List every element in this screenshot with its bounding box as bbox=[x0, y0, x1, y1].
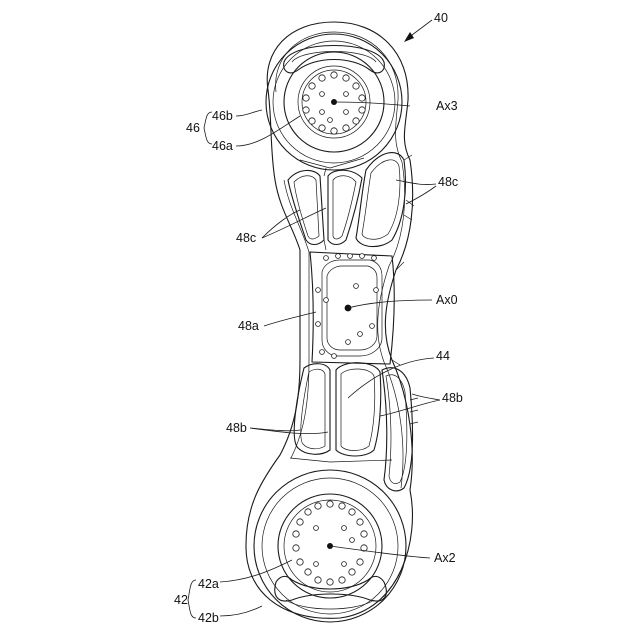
label-48c-left: 48c bbox=[236, 231, 256, 245]
label-46: 46 bbox=[186, 121, 200, 135]
label-48b-right: 48b bbox=[442, 391, 463, 405]
reference-labels: 40 46 46b 46a Ax3 48c 48c Ax0 48a 44 48b… bbox=[174, 11, 463, 625]
label-ax0: Ax0 bbox=[436, 293, 458, 307]
label-40: 40 bbox=[434, 11, 448, 25]
label-ax3: Ax3 bbox=[436, 99, 458, 113]
label-48c-right: 48c bbox=[438, 175, 458, 189]
upper-ribs bbox=[288, 153, 406, 250]
label-42a: 42a bbox=[198, 577, 219, 591]
link-body bbox=[246, 22, 418, 618]
label-42: 42 bbox=[174, 593, 188, 607]
label-46a: 46a bbox=[212, 139, 233, 153]
label-48b-left: 48b bbox=[226, 421, 247, 435]
label-48a: 48a bbox=[238, 319, 259, 333]
label-42b: 42b bbox=[198, 611, 219, 625]
label-44: 44 bbox=[436, 349, 450, 363]
center-plate bbox=[310, 252, 394, 364]
label-ax2: Ax2 bbox=[434, 551, 456, 565]
label-46b: 46b bbox=[212, 109, 233, 123]
